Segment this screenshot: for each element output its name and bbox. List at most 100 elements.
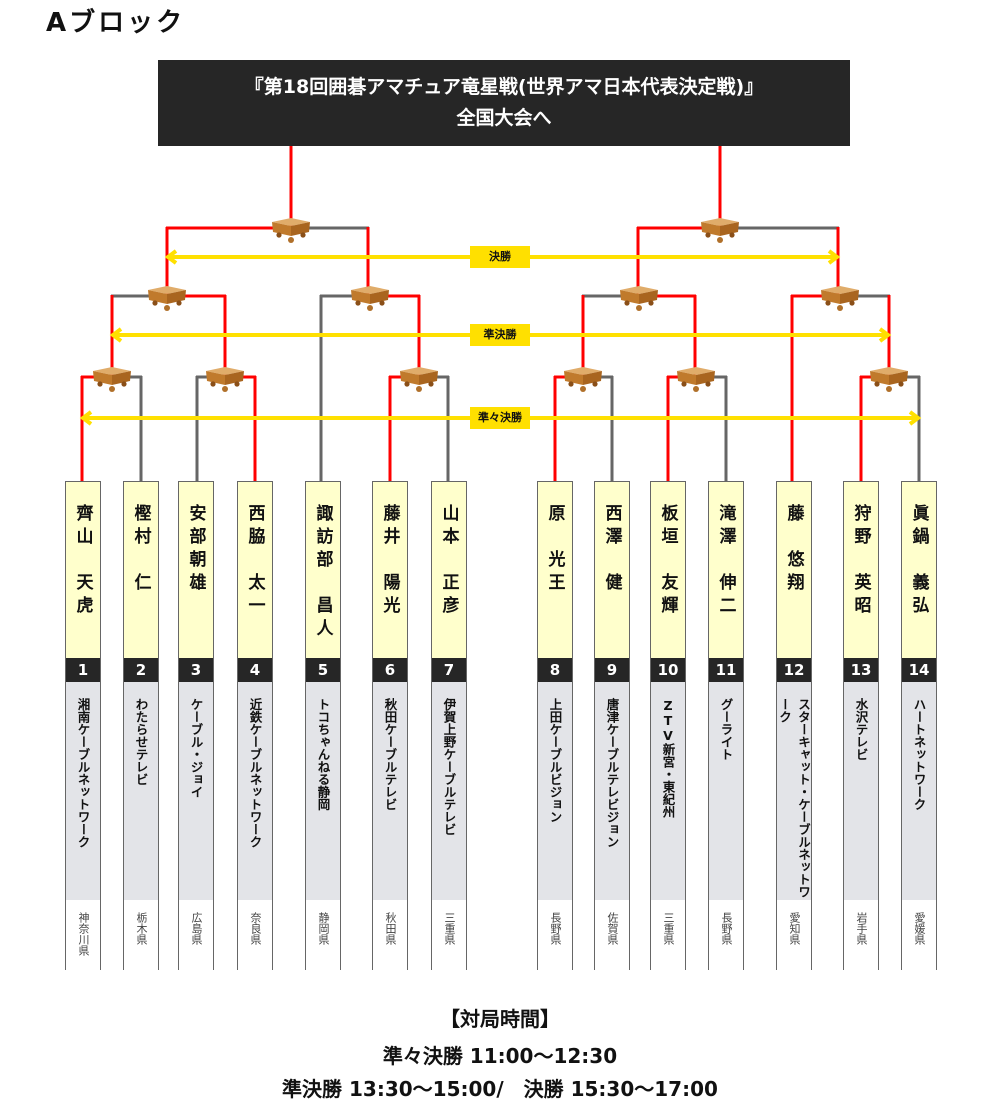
prefecture: 静岡県 bbox=[317, 912, 330, 945]
player-name: 安部朝雄 bbox=[185, 504, 206, 596]
arrow-head-icon bbox=[908, 410, 922, 426]
arrow-head-icon bbox=[164, 249, 178, 265]
player-name-cell: 藤井 陽光 bbox=[373, 481, 407, 658]
team-name: グーライト bbox=[718, 698, 734, 761]
schedule-semifinal-final: 準決勝 13:30～15:00/ 決勝 15:30～17:00 bbox=[282, 1077, 718, 1101]
go-board-icon bbox=[147, 285, 187, 313]
block-title: Aブロック bbox=[46, 8, 186, 38]
player-name: 樫村 仁 bbox=[130, 504, 151, 596]
team-cell: 近鉄ケーブルネットワーク bbox=[238, 682, 272, 900]
team-name: ZTV新宮・東紀州 bbox=[660, 698, 676, 818]
prefecture-cell: 三重県 bbox=[651, 900, 685, 970]
go-board-icon bbox=[92, 366, 132, 394]
prefecture: 岩手県 bbox=[855, 912, 868, 945]
arrow-head-icon bbox=[827, 249, 841, 265]
prefecture-cell: 静岡県 bbox=[306, 900, 340, 970]
team-name: ケーブル・ジョイ bbox=[188, 698, 204, 798]
banner-title: 『第18回囲碁アマチュア竜星戦(世界アマ日本代表決定戦)』 bbox=[244, 76, 764, 98]
go-board-icon bbox=[205, 366, 245, 394]
prefecture-cell: 佐賀県 bbox=[595, 900, 629, 970]
player-name-cell: 藤 悠翔 bbox=[777, 481, 811, 658]
player-name: 齊山 天虎 bbox=[72, 504, 93, 619]
prefecture: 奈良県 bbox=[249, 912, 262, 945]
go-board-icon bbox=[700, 217, 740, 245]
prefecture: 愛知県 bbox=[788, 912, 801, 945]
arrow-head-icon bbox=[878, 327, 892, 343]
team-cell: わたらせテレビ bbox=[124, 682, 158, 900]
team-cell: グーライト bbox=[709, 682, 743, 900]
team-cell: 秋田ケーブルテレビ bbox=[373, 682, 407, 900]
player-number: 12 bbox=[777, 658, 811, 682]
player-column: 山本 正彦 7 伊賀上野ケーブルテレビ 三重県 bbox=[431, 481, 467, 970]
player-number: 8 bbox=[538, 658, 572, 682]
player-number: 5 bbox=[306, 658, 340, 682]
prefecture: 神奈川県 bbox=[77, 912, 90, 956]
player-number: 10 bbox=[651, 658, 685, 682]
player-number: 1 bbox=[66, 658, 100, 682]
team-name: トコちゃんねる静岡 bbox=[315, 698, 331, 811]
player-column: 狩野 英昭 13 水沢テレビ 岩手県 bbox=[843, 481, 879, 970]
player-name-cell: 西澤 健 bbox=[595, 481, 629, 658]
player-column: 滝澤 伸二 11 グーライト 長野県 bbox=[708, 481, 744, 970]
team-cell: ZTV新宮・東紀州 bbox=[651, 682, 685, 900]
player-name-cell: 齊山 天虎 bbox=[66, 481, 100, 658]
player-name: 板垣 友輝 bbox=[657, 504, 678, 619]
go-board-icon bbox=[820, 285, 860, 313]
player-name-cell: 安部朝雄 bbox=[179, 481, 213, 658]
player-name-cell: 滝澤 伸二 bbox=[709, 481, 743, 658]
player-name: 西澤 健 bbox=[601, 504, 622, 596]
team-name: 伊賀上野ケーブルテレビ bbox=[441, 698, 457, 836]
prefecture-cell: 広島県 bbox=[179, 900, 213, 970]
team-name: ハートネットワーク bbox=[911, 698, 927, 811]
prefecture-cell: 長野県 bbox=[709, 900, 743, 970]
arrow-head-icon bbox=[109, 327, 123, 343]
team-name: 湘南ケーブルネットワーク bbox=[75, 698, 91, 848]
go-board-icon bbox=[563, 366, 603, 394]
player-column: 安部朝雄 3 ケーブル・ジョイ 広島県 bbox=[178, 481, 214, 970]
semifinal-label: 準決勝 bbox=[470, 324, 530, 346]
player-column: 板垣 友輝 10 ZTV新宮・東紀州 三重県 bbox=[650, 481, 686, 970]
player-column: 眞鍋 義弘 14 ハートネットワーク 愛媛県 bbox=[901, 481, 937, 970]
team-cell: ハートネットワーク bbox=[902, 682, 936, 900]
player-name-cell: 西脇 太一 bbox=[238, 481, 272, 658]
prefecture-cell: 神奈川県 bbox=[66, 900, 100, 970]
player-name-cell: 眞鍋 義弘 bbox=[902, 481, 936, 658]
player-column: 樫村 仁 2 わたらせテレビ 栃木県 bbox=[123, 481, 159, 970]
team-cell: 唐津ケーブルテレビジョン bbox=[595, 682, 629, 900]
team-name: 上田ケーブルビジョン bbox=[547, 698, 563, 823]
final-label: 決勝 bbox=[470, 246, 530, 268]
team-name: 秋田ケーブルテレビ bbox=[382, 698, 398, 811]
player-number: 7 bbox=[432, 658, 466, 682]
prefecture-cell: 栃木県 bbox=[124, 900, 158, 970]
team-name: スターキャット・ケーブルネットワーク bbox=[777, 698, 811, 898]
team-cell: 伊賀上野ケーブルテレビ bbox=[432, 682, 466, 900]
prefecture: 広島県 bbox=[190, 912, 203, 945]
player-name: 眞鍋 義弘 bbox=[908, 504, 929, 619]
prefecture: 三重県 bbox=[662, 912, 675, 945]
player-column: 藤 悠翔 12 スターキャット・ケーブルネットワーク 愛知県 bbox=[776, 481, 812, 970]
player-number: 4 bbox=[238, 658, 272, 682]
player-number: 13 bbox=[844, 658, 878, 682]
arrow-head-icon bbox=[79, 410, 93, 426]
go-board-icon bbox=[271, 217, 311, 245]
player-column: 藤井 陽光 6 秋田ケーブルテレビ 秋田県 bbox=[372, 481, 408, 970]
prefecture: 三重県 bbox=[443, 912, 456, 945]
team-name: わたらせテレビ bbox=[133, 698, 149, 786]
player-column: 諏訪部 昌人 5 トコちゃんねる静岡 静岡県 bbox=[305, 481, 341, 970]
player-name: 諏訪部 昌人 bbox=[312, 504, 333, 642]
team-name: 唐津ケーブルテレビジョン bbox=[604, 698, 620, 848]
prefecture: 長野県 bbox=[549, 912, 562, 945]
player-name-cell: 狩野 英昭 bbox=[844, 481, 878, 658]
player-number: 3 bbox=[179, 658, 213, 682]
banner-subtitle: 全国大会へ bbox=[456, 107, 552, 129]
schedule-heading: 【対局時間】 bbox=[440, 1007, 560, 1031]
team-name: 水沢テレビ bbox=[853, 698, 869, 761]
player-number: 6 bbox=[373, 658, 407, 682]
player-column: 西澤 健 9 唐津ケーブルテレビジョン 佐賀県 bbox=[594, 481, 630, 970]
team-cell: ケーブル・ジョイ bbox=[179, 682, 213, 900]
prefecture: 佐賀県 bbox=[606, 912, 619, 945]
team-cell: 水沢テレビ bbox=[844, 682, 878, 900]
team-cell: スターキャット・ケーブルネットワーク bbox=[777, 682, 811, 900]
prefecture-cell: 奈良県 bbox=[238, 900, 272, 970]
prefecture-cell: 岩手県 bbox=[844, 900, 878, 970]
